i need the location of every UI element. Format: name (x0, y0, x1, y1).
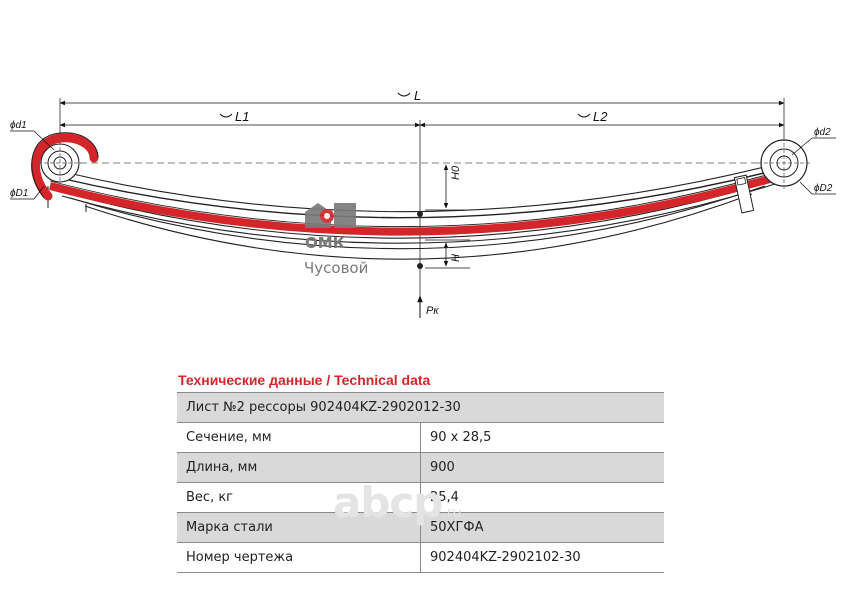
technical-data-table: Лист №2 рессоры 902404KZ-2902012-30 Сече… (177, 392, 664, 573)
omk-logo: ОМК Чусовой (304, 203, 368, 277)
load-arrow: Pк (417, 295, 439, 318)
row-value: 50ХГФА (420, 512, 664, 543)
leaf-spring-drawing: L L1 L2 H0 H Pк (10, 88, 836, 318)
table-header-cell: Лист №2 рессоры 902404KZ-2902012-30 (177, 392, 664, 423)
row-value: 900 (420, 452, 664, 483)
row-label: Вес, кг (177, 482, 421, 513)
table-row: Длина, мм 900 (177, 452, 664, 483)
row-value: 25,4 (420, 482, 664, 513)
eye-rear-inner-label: ϕd2 (814, 127, 831, 138)
dimension-h0-label: H0 (450, 165, 462, 180)
leaf-1-main (59, 167, 785, 219)
row-label: Длина, мм (177, 452, 421, 483)
abcp-watermark: abcp.ru (333, 478, 461, 527)
dimension-l: L (59, 88, 785, 150)
dimension-h0: H0 (425, 164, 465, 211)
table-row: Номер чертежа 902404KZ-2902102-30 (177, 542, 664, 573)
table-header-row: Лист №2 рессоры 902404KZ-2902012-30 (177, 392, 664, 423)
table-row: Марка стали 50ХГФА (177, 512, 664, 543)
leaf-1-top (63, 161, 785, 213)
technical-data-section: Технические данные / Technical data Лист… (177, 368, 664, 573)
technical-data-title: Технические данные / Technical data (178, 372, 431, 388)
watermark-suffix: .ru (442, 505, 462, 521)
leaf-5 (84, 193, 753, 260)
dimension-l1-l2: L1 L2 (59, 109, 785, 300)
row-value: 902404KZ-2902102-30 (420, 542, 664, 573)
eye-rear-dims: ϕd2 ϕD2 (791, 127, 836, 195)
table-row: Сечение, мм 90 x 28,5 (177, 422, 664, 453)
leaf-2-highlight (48, 172, 782, 236)
spring-leaves (47, 161, 785, 260)
dimension-l1-label: L1 (235, 109, 249, 124)
row-label: Номер чертежа (177, 542, 421, 573)
eye-front-inner-label: ϕd1 (10, 120, 27, 131)
rear-clamp (733, 174, 755, 214)
omk-logo-city: Чусовой (304, 259, 368, 277)
dimension-h: H (425, 239, 470, 269)
leaf-4 (69, 185, 766, 250)
dimension-l2-label: L2 (593, 109, 608, 124)
front-eye (31, 132, 99, 201)
omk-logo-mark (305, 203, 356, 228)
leaf-3-lower (61, 183, 776, 244)
row-value: 90 x 28,5 (420, 422, 664, 453)
leaf-2-outline (49, 170, 781, 228)
eye-rear-outer-label: ϕD2 (814, 183, 833, 194)
centre-bolt (417, 211, 423, 269)
row-label: Марка стали (177, 512, 421, 543)
row-label: Сечение, мм (177, 422, 421, 453)
leaf-3 (61, 179, 776, 239)
eye-front-dims: ϕd1 ϕD1 (10, 120, 55, 200)
table-row: Вес, кг 25,4 (177, 482, 664, 513)
load-label: Pк (426, 305, 439, 317)
dimension-l-label: L (414, 88, 421, 103)
watermark-text: abcp (333, 478, 443, 527)
rear-eye (758, 137, 810, 189)
omk-logo-name: ОМК (305, 234, 346, 252)
eye-front-outer-label: ϕD1 (10, 188, 28, 199)
